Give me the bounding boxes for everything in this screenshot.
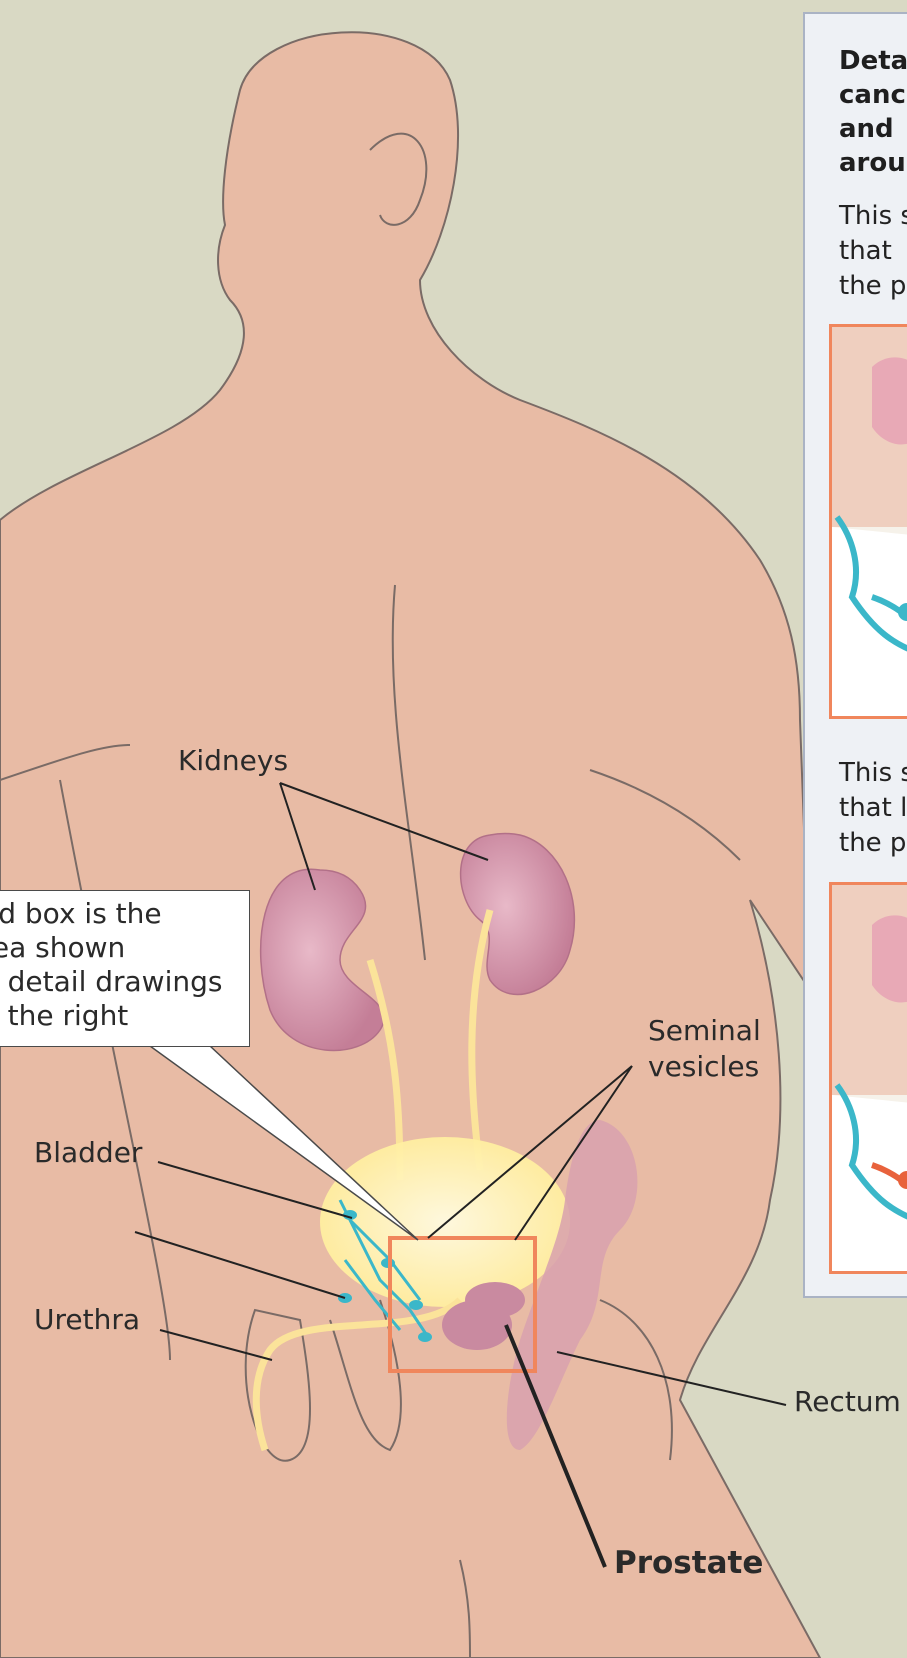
label-seminal-vesicles-1: Seminal bbox=[648, 1015, 761, 1047]
label-prostate: Prostate bbox=[614, 1547, 763, 1579]
label-kidneys: Kidneys bbox=[178, 745, 288, 777]
panel-text-2: This s that l the p bbox=[839, 756, 907, 861]
panel-heading-line-3: and bbox=[839, 112, 907, 146]
panel-text-2-line-3: the p bbox=[839, 826, 907, 861]
detail-drawing-1 bbox=[829, 324, 907, 719]
panel-heading-line-2: canc bbox=[839, 78, 907, 112]
panel-text-1-line-3: the p bbox=[839, 269, 907, 304]
panel-text-1-line-2: that bbox=[839, 234, 907, 269]
panel-text-1: This s that the p bbox=[839, 199, 907, 304]
panel-text-1-line-1: This s bbox=[839, 199, 907, 234]
callout-line-4: n the right bbox=[0, 999, 249, 1033]
panel-heading: Deta canc and arou bbox=[839, 44, 907, 180]
callout-line-2: rea shown bbox=[0, 931, 249, 965]
detail-callout-box: ed box is the rea shown n detail drawing… bbox=[0, 890, 250, 1047]
bladder-shape bbox=[320, 1137, 570, 1307]
callout-line-3: n detail drawings bbox=[0, 965, 249, 999]
seminal-vesicle bbox=[465, 1282, 525, 1318]
detail-drawing-2-art bbox=[832, 885, 907, 1274]
panel-heading-line-1: Deta bbox=[839, 44, 907, 78]
label-rectum: Rectum bbox=[794, 1386, 901, 1418]
detail-side-panel: Deta canc and arou This s that the p Thi… bbox=[803, 12, 907, 1298]
panel-text-2-line-1: This s bbox=[839, 756, 907, 791]
label-seminal-vesicles-2: vesicles bbox=[648, 1051, 759, 1083]
callout-line-1: ed box is the bbox=[0, 897, 249, 931]
detail-drawing-1-art bbox=[832, 327, 907, 719]
label-bladder: Bladder bbox=[34, 1137, 142, 1169]
panel-text-2-line-2: that l bbox=[839, 791, 907, 826]
label-urethra: Urethra bbox=[34, 1304, 140, 1336]
panel-heading-line-4: arou bbox=[839, 146, 907, 180]
detail-drawing-2 bbox=[829, 882, 907, 1274]
